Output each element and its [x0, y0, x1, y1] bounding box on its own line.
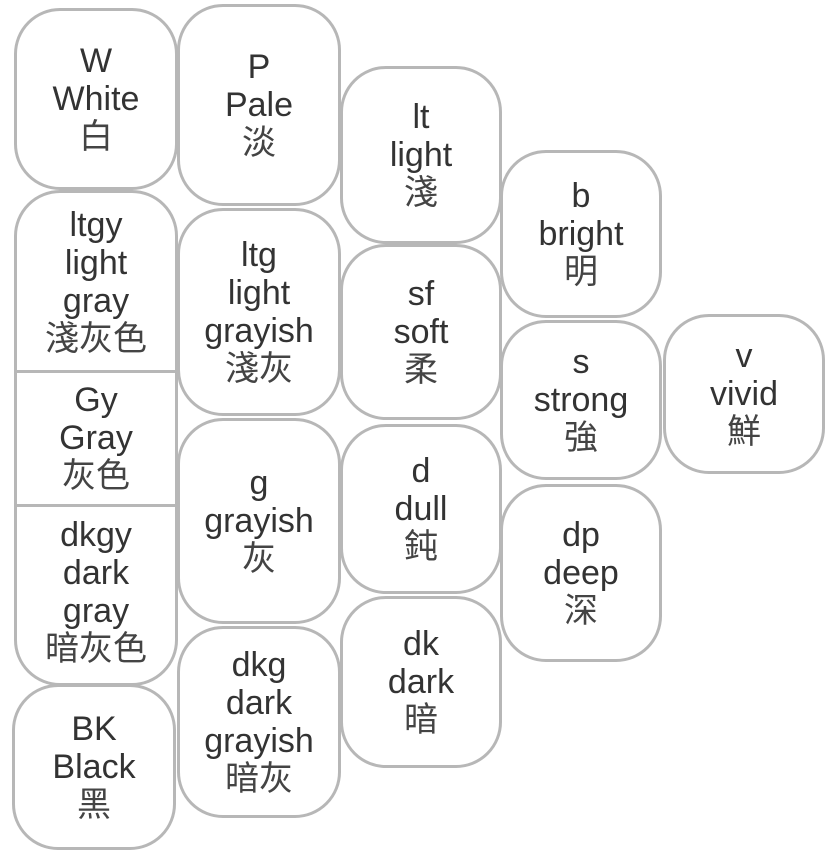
tile-bright: b bright 明: [500, 150, 662, 318]
tone-name: dark: [225, 683, 293, 722]
tone-code: g: [249, 463, 269, 502]
tone-cjk: 鈍: [404, 527, 438, 568]
tone-name: soft: [393, 312, 449, 351]
tile-vivid: v vivid 鮮: [663, 314, 825, 474]
tile-white: W White 白: [14, 8, 178, 190]
tone-name: vivid: [709, 374, 779, 413]
tone-cjk: 強: [564, 418, 598, 459]
tone-cjk: 淡: [242, 123, 276, 164]
tone-name: White: [52, 79, 140, 118]
gray-band-divider: [14, 504, 178, 507]
tone-name: Gray: [59, 418, 133, 457]
tile-strong: s strong 強: [500, 320, 662, 480]
tone-cjk: 深: [564, 591, 598, 632]
tone-code: b: [571, 176, 591, 215]
tone-code: lt: [412, 97, 430, 136]
tone-code: ltg: [241, 235, 277, 274]
tile-light: lt light 淺: [340, 66, 502, 244]
tone-code: sf: [407, 274, 435, 313]
gray-band-divider: [14, 370, 178, 373]
tile-dark-grayish: dkg dark grayish 暗灰: [177, 626, 341, 818]
tone-cjk: 黑: [77, 785, 111, 826]
tile-light-grayish: ltg light grayish 淺灰: [177, 208, 341, 416]
tile-dull: d dull 鈍: [340, 424, 502, 594]
tone-cjk: 暗: [404, 700, 438, 741]
tone-cjk: 暗灰: [225, 759, 293, 800]
tone-name: Black: [52, 747, 136, 786]
tone-code: dkg: [231, 645, 287, 684]
tone-code: BK: [71, 709, 117, 748]
tone-cjk: 暗灰色: [45, 629, 147, 670]
tone-cjk: 灰: [242, 539, 276, 580]
tone-cjk: 淺灰色: [45, 319, 147, 360]
tone-cjk: 柔: [404, 350, 438, 391]
tone-cjk: 白: [79, 117, 113, 158]
tile-grayish: g grayish 灰: [177, 418, 341, 624]
gray-band: [14, 190, 178, 686]
tone-name: Pale: [224, 85, 294, 124]
tone-name: grayish: [204, 501, 314, 540]
tone-code: dk: [403, 624, 439, 663]
tone-name: deep: [543, 553, 619, 592]
tone-name: gray: [62, 592, 130, 630]
tile-light-gray: ltgy light gray 淺灰色: [14, 196, 178, 368]
tone-cjk: 明: [564, 252, 598, 293]
tone-name: light: [227, 273, 291, 312]
tone-name: dark: [62, 553, 130, 592]
tone-cjk: 灰色: [62, 456, 130, 497]
tile-pale: P Pale 淡: [177, 4, 341, 206]
tile-deep: dp deep 深: [500, 484, 662, 662]
tone-cjk: 淺灰: [225, 349, 293, 390]
tone-code: P: [247, 47, 271, 86]
tone-cjk: 鮮: [727, 412, 761, 453]
tone-code: d: [411, 451, 431, 490]
tile-black: BK Black 黑: [12, 684, 176, 850]
tone-code: W: [79, 41, 113, 80]
tone-name: gray: [62, 282, 130, 320]
tone-code: dp: [562, 515, 600, 554]
tone-name: strong: [533, 380, 629, 419]
tone-name: grayish: [204, 312, 314, 350]
tile-soft: sf soft 柔: [340, 244, 502, 420]
tone-cjk: 淺: [404, 173, 438, 214]
tone-name: dark: [387, 662, 455, 701]
tile-dark-gray: dkgy dark gray 暗灰色: [14, 506, 178, 678]
tone-code: dkgy: [60, 515, 132, 554]
tone-code: v: [735, 336, 753, 375]
tone-name: bright: [538, 214, 624, 253]
tone-name: light: [64, 243, 128, 282]
tone-name: light: [389, 135, 453, 174]
tone-name: grayish: [204, 722, 314, 760]
tone-name: dull: [394, 489, 448, 528]
tone-code: ltgy: [69, 205, 123, 244]
tone-code: Gy: [74, 380, 118, 419]
tile-gray: Gy Gray 灰色: [14, 374, 178, 502]
tile-dark: dk dark 暗: [340, 596, 502, 768]
tone-code: s: [572, 342, 590, 381]
